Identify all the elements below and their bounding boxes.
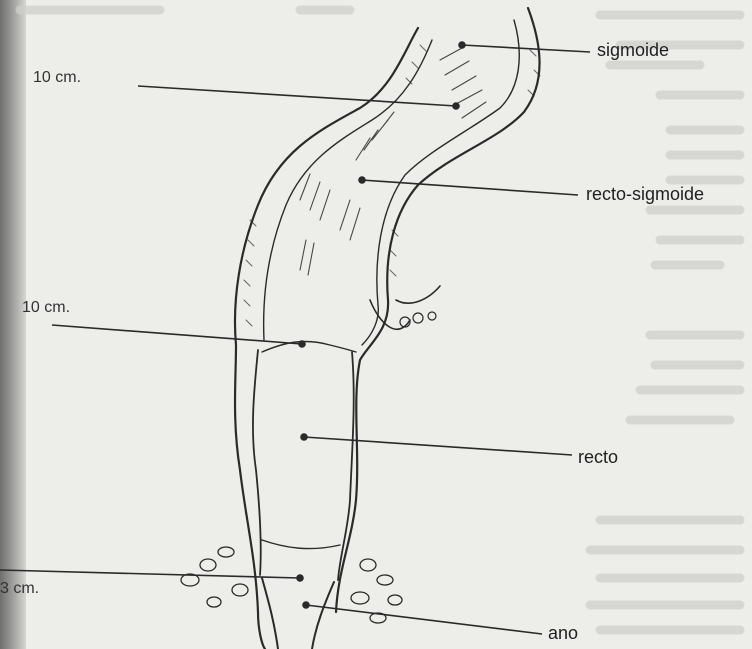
- rectum-wall-left: [253, 350, 261, 575]
- plexus-left-5: [232, 584, 248, 596]
- rectum-folds: [262, 341, 356, 548]
- plexus-right-1: [360, 559, 376, 571]
- leader-upper-10cm: [138, 86, 456, 106]
- plexus-right-2: [377, 575, 393, 585]
- plexus-right-3: [351, 592, 369, 604]
- label-recto-sigmoide: recto-sigmoide: [586, 184, 704, 205]
- leader-recto: [304, 437, 572, 455]
- plexus-right-4: [388, 595, 402, 605]
- plexus-left-2: [200, 559, 216, 571]
- leader-sigmoide: [462, 45, 590, 52]
- rectum-wall-right: [338, 352, 354, 580]
- leader-middle-10cm: [52, 325, 302, 344]
- colon-outer-wall-left: [235, 28, 418, 649]
- label-sigmoide: sigmoide: [597, 40, 669, 61]
- label-recto: recto: [578, 447, 618, 468]
- colon-inner-line-left: [264, 40, 432, 340]
- label-ano: ano: [548, 623, 578, 644]
- colon-outer-wall-right: [336, 8, 540, 612]
- measurement-lower-label: 3 cm.: [0, 580, 39, 598]
- plexus-left-3: [218, 547, 234, 557]
- measurement-middle-label: 10 cm.: [22, 299, 70, 317]
- leader-ano: [306, 605, 542, 634]
- plexus-left-4: [207, 597, 221, 607]
- colon-inner-line-right: [362, 20, 519, 345]
- vessel-curl-right: [370, 286, 440, 329]
- anal-canal: [262, 578, 334, 649]
- measurement-upper-label: 10 cm.: [33, 69, 81, 87]
